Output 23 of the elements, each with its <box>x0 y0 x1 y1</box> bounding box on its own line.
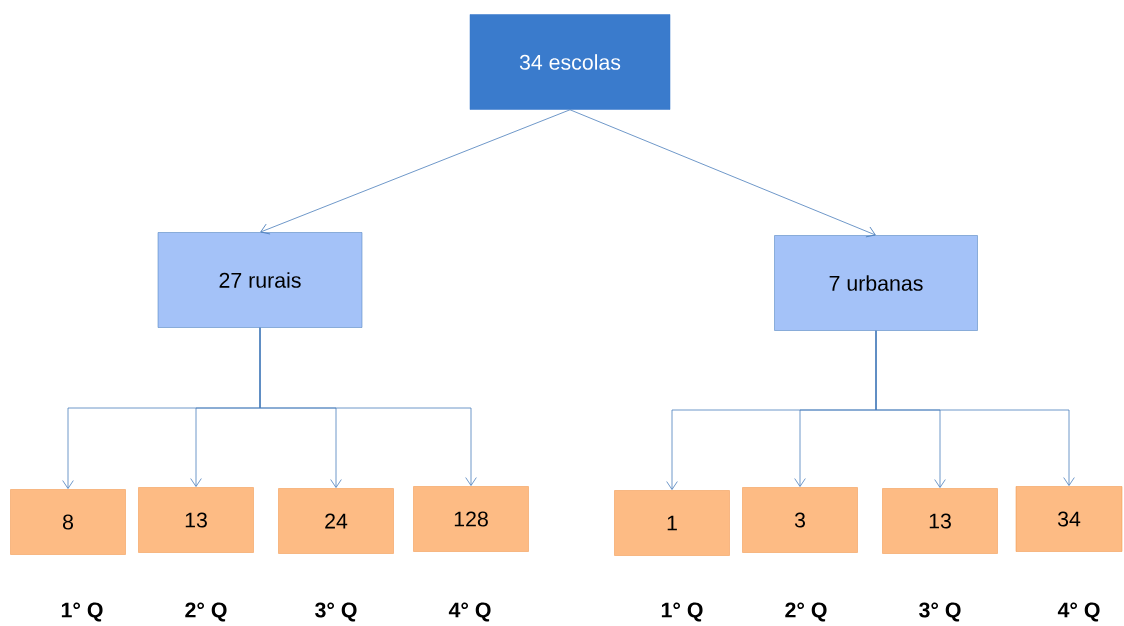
arrow <box>260 109 571 235</box>
category-box: 27 rurais <box>157 232 363 328</box>
count-box: 24 <box>278 488 394 554</box>
arrow <box>875 330 1075 486</box>
category-box: 7 urbanas <box>774 235 978 331</box>
quartile-label: 3° Q <box>315 602 357 622</box>
quartile-label: 1° Q <box>61 602 103 622</box>
quartile-label: 4° Q <box>448 602 491 622</box>
arrow <box>259 327 477 486</box>
count-box: 34 <box>1015 486 1123 552</box>
quartile-label: 4° Q <box>1057 602 1100 622</box>
count-box: 128 <box>413 486 529 552</box>
root-box: 34 escolas <box>469 14 671 110</box>
quartile-label: 3° Q <box>919 602 961 622</box>
count-box: 8 <box>10 489 126 555</box>
count-box: 1 <box>614 490 730 556</box>
count-box: 13 <box>882 488 998 554</box>
count-box: 3 <box>742 487 858 553</box>
count-box: 13 <box>138 487 254 553</box>
arrow <box>569 109 876 238</box>
quartile-label: 2° Q <box>185 602 227 622</box>
quartile-label: 1° Q <box>661 602 703 622</box>
quartile-label: 2° Q <box>785 602 827 622</box>
